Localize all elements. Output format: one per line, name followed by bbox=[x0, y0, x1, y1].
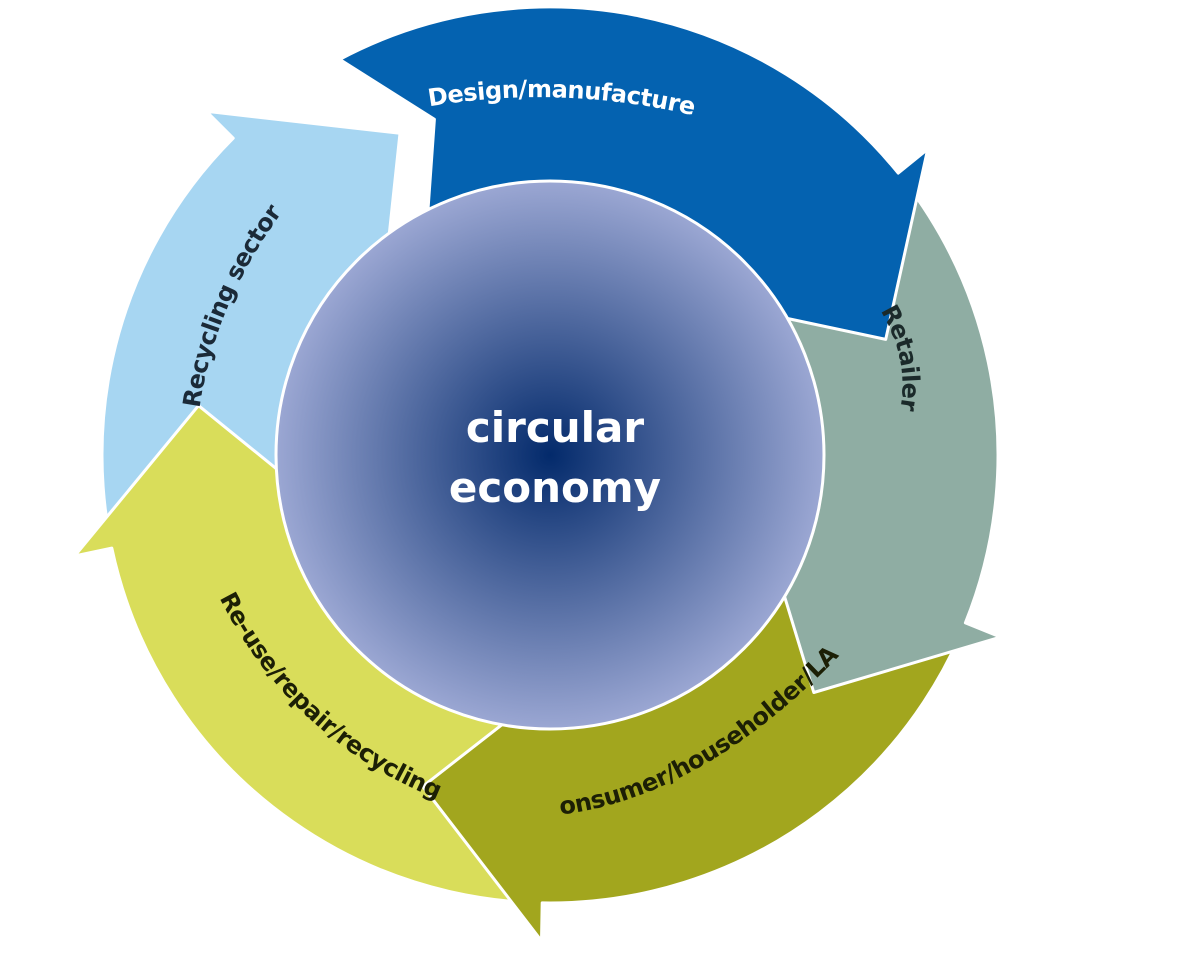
center-label-line2: economy bbox=[449, 463, 661, 512]
center-disc bbox=[274, 179, 826, 731]
center-label-line1: circular bbox=[466, 403, 645, 452]
